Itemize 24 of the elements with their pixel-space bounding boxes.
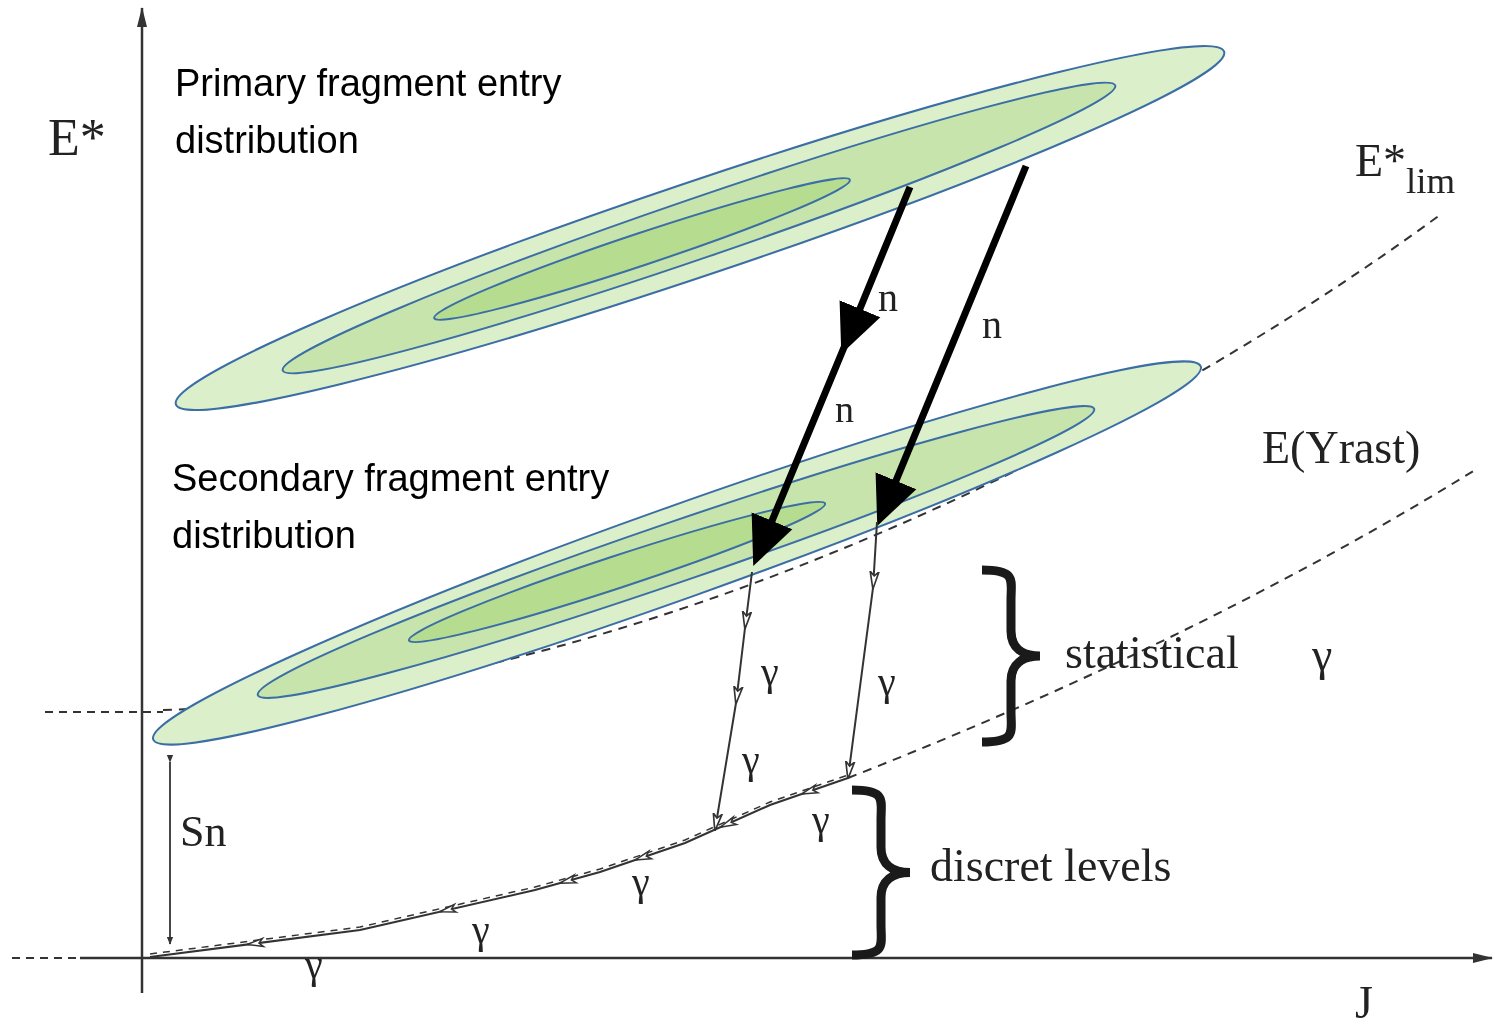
- distribution-label: Primary fragment entry distribution: [175, 61, 563, 163]
- edge-label: n: [878, 278, 898, 318]
- axis-label: γ: [305, 945, 323, 985]
- neutron-emission-arrow: [751, 185, 914, 566]
- gamma-cascade-arrow: [712, 571, 753, 831]
- edge-label: γ: [878, 662, 896, 702]
- axis-label: discret levels: [930, 843, 1172, 889]
- axis-label: J: [1355, 980, 1373, 1026]
- axis-label: E*$_{lim}$: [1355, 138, 1456, 200]
- axis-label: γ: [812, 800, 830, 840]
- axis-label: E(Yrast): [1262, 425, 1421, 471]
- axis-label: γ: [1312, 632, 1333, 678]
- axis-label: γ: [632, 862, 650, 902]
- neutron-emission-arrow: [875, 164, 1030, 527]
- axis-label: Sn: [180, 810, 227, 854]
- axis-label: γ: [472, 910, 490, 950]
- axis-label: n: [835, 390, 854, 428]
- axis-label: statistical: [1065, 630, 1239, 676]
- edge-label: n: [982, 305, 1002, 345]
- distribution-label: Secondary fragment entry distribution: [172, 456, 611, 558]
- gamma-cascade-arrow: [845, 521, 880, 779]
- axis-label: γ: [742, 740, 760, 780]
- edge-label: γ: [761, 652, 779, 692]
- axis-label: E*: [48, 112, 106, 164]
